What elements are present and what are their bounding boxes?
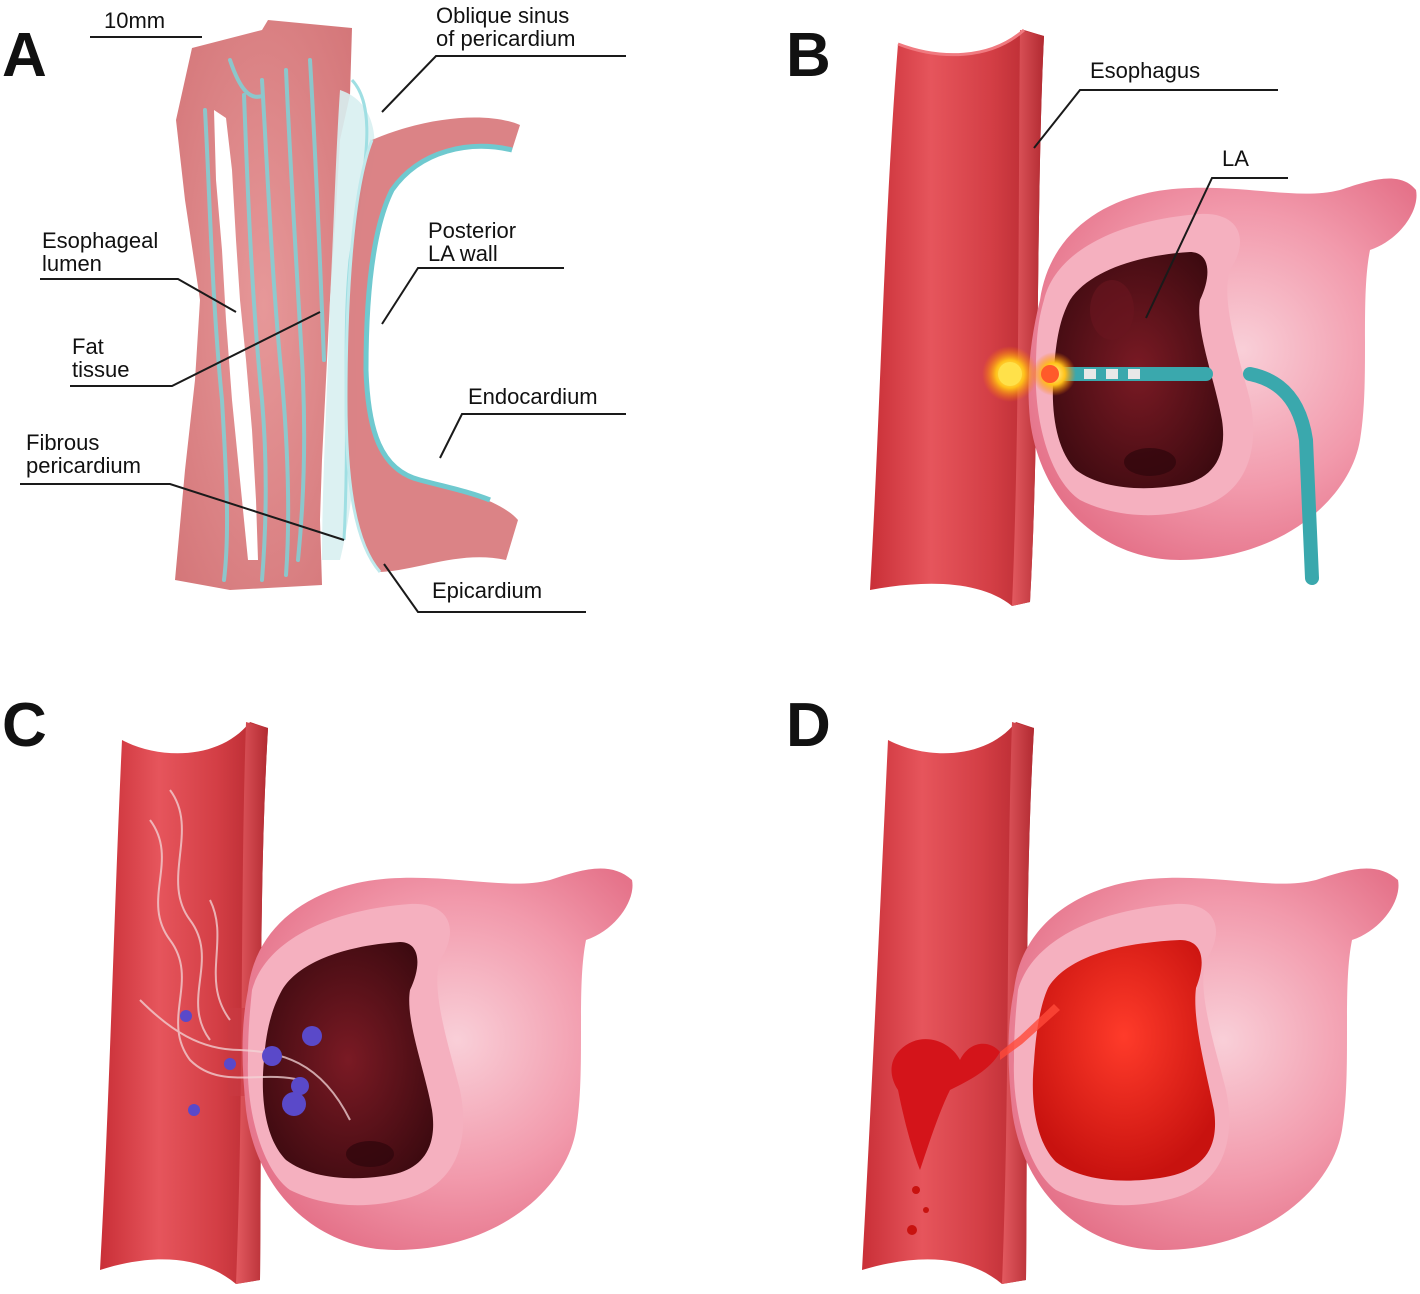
bacterium	[224, 1058, 236, 1070]
panel-a: A 10mm Oblique sinus of pericardium Post…	[2, 3, 626, 613]
panel-b: B Esophagus LA	[786, 21, 1417, 606]
esophagus-rim	[897, 28, 1025, 57]
endocardium-line	[363, 143, 513, 503]
leader-fat-tissue	[70, 311, 321, 387]
esophageal-lumen-gap	[214, 110, 258, 560]
label-fibrous-pericardium-line1: Fibrous	[26, 430, 99, 455]
bacterium	[291, 1077, 309, 1095]
catheter-electrodes	[1084, 369, 1140, 379]
left-atrium-blood	[1032, 940, 1216, 1181]
esophagus-tube-d	[862, 722, 1034, 1284]
leader-epicardium	[383, 563, 586, 613]
label-la: LA	[1222, 146, 1249, 171]
panel-c: C	[2, 691, 633, 1284]
label-esophagus: Esophagus	[1090, 58, 1200, 83]
esophagus-tube	[870, 30, 1044, 606]
leader-fibrous-pericardium	[20, 483, 345, 541]
left-atrium-cavity-c	[262, 942, 434, 1179]
esophagus-back-wall	[1012, 30, 1044, 606]
panel-letter-a: A	[2, 21, 47, 90]
label-fat-tissue-line1: Fat	[72, 334, 104, 359]
label-fibrous-pericardium-line2: pericardium	[26, 453, 141, 478]
epicardium-line	[344, 139, 382, 573]
air-embolism-smoke	[139, 789, 351, 1121]
label-epicardium: Epicardium	[432, 578, 542, 603]
posterior-la-wall-section	[346, 117, 520, 572]
panel-letter-d: D	[786, 691, 831, 760]
esophagus-stain-lines	[203, 58, 326, 582]
bacterium	[188, 1104, 200, 1116]
label-esophageal-lumen-line1: Esophageal	[42, 228, 158, 253]
leader-oblique-sinus	[381, 55, 626, 113]
leader-endocardium	[439, 413, 626, 459]
pulmonary-vein-ostium-upper	[1090, 280, 1134, 340]
bacteria	[180, 1010, 322, 1116]
leader-posterior-la	[381, 267, 564, 325]
blood-drop	[912, 1186, 920, 1194]
bacterium	[262, 1046, 282, 1066]
panel-letter-b: B	[786, 21, 831, 90]
label-oblique-sinus-line1: Oblique sinus	[436, 3, 569, 28]
blood-drops	[907, 1186, 929, 1235]
scale-bar-label: 10mm	[104, 8, 165, 33]
leader-esophageal-lumen	[40, 278, 237, 313]
blood-drop	[923, 1207, 929, 1213]
label-endocardium: Endocardium	[468, 384, 598, 409]
panel-d: D	[786, 691, 1399, 1284]
label-esophageal-lumen-line2: lumen	[42, 251, 102, 276]
blood-drop	[907, 1225, 917, 1235]
blood-splash	[891, 1039, 1000, 1170]
label-posterior-la-line2: LA wall	[428, 241, 498, 266]
pulmonary-vein-ostium	[1124, 448, 1176, 476]
pulmonary-vein-ostium-c	[346, 1141, 394, 1167]
label-oblique-sinus-line2: of pericardium	[436, 26, 575, 51]
blood-jet	[1000, 1004, 1060, 1060]
leader-la	[1145, 177, 1288, 319]
bacterium	[180, 1010, 192, 1022]
panel-letter-c: C	[2, 691, 47, 760]
bacterium	[282, 1092, 306, 1116]
label-fat-tissue-line2: tissue	[72, 357, 129, 382]
catheter-tip	[1041, 365, 1059, 383]
thermal-core-esophagus	[998, 362, 1022, 386]
leader-esophagus	[1033, 89, 1278, 149]
catheter-shaft	[1243, 367, 1319, 585]
bacterium	[302, 1026, 322, 1046]
label-posterior-la-line1: Posterior	[428, 218, 516, 243]
esophagus-tube-c	[100, 722, 268, 1284]
